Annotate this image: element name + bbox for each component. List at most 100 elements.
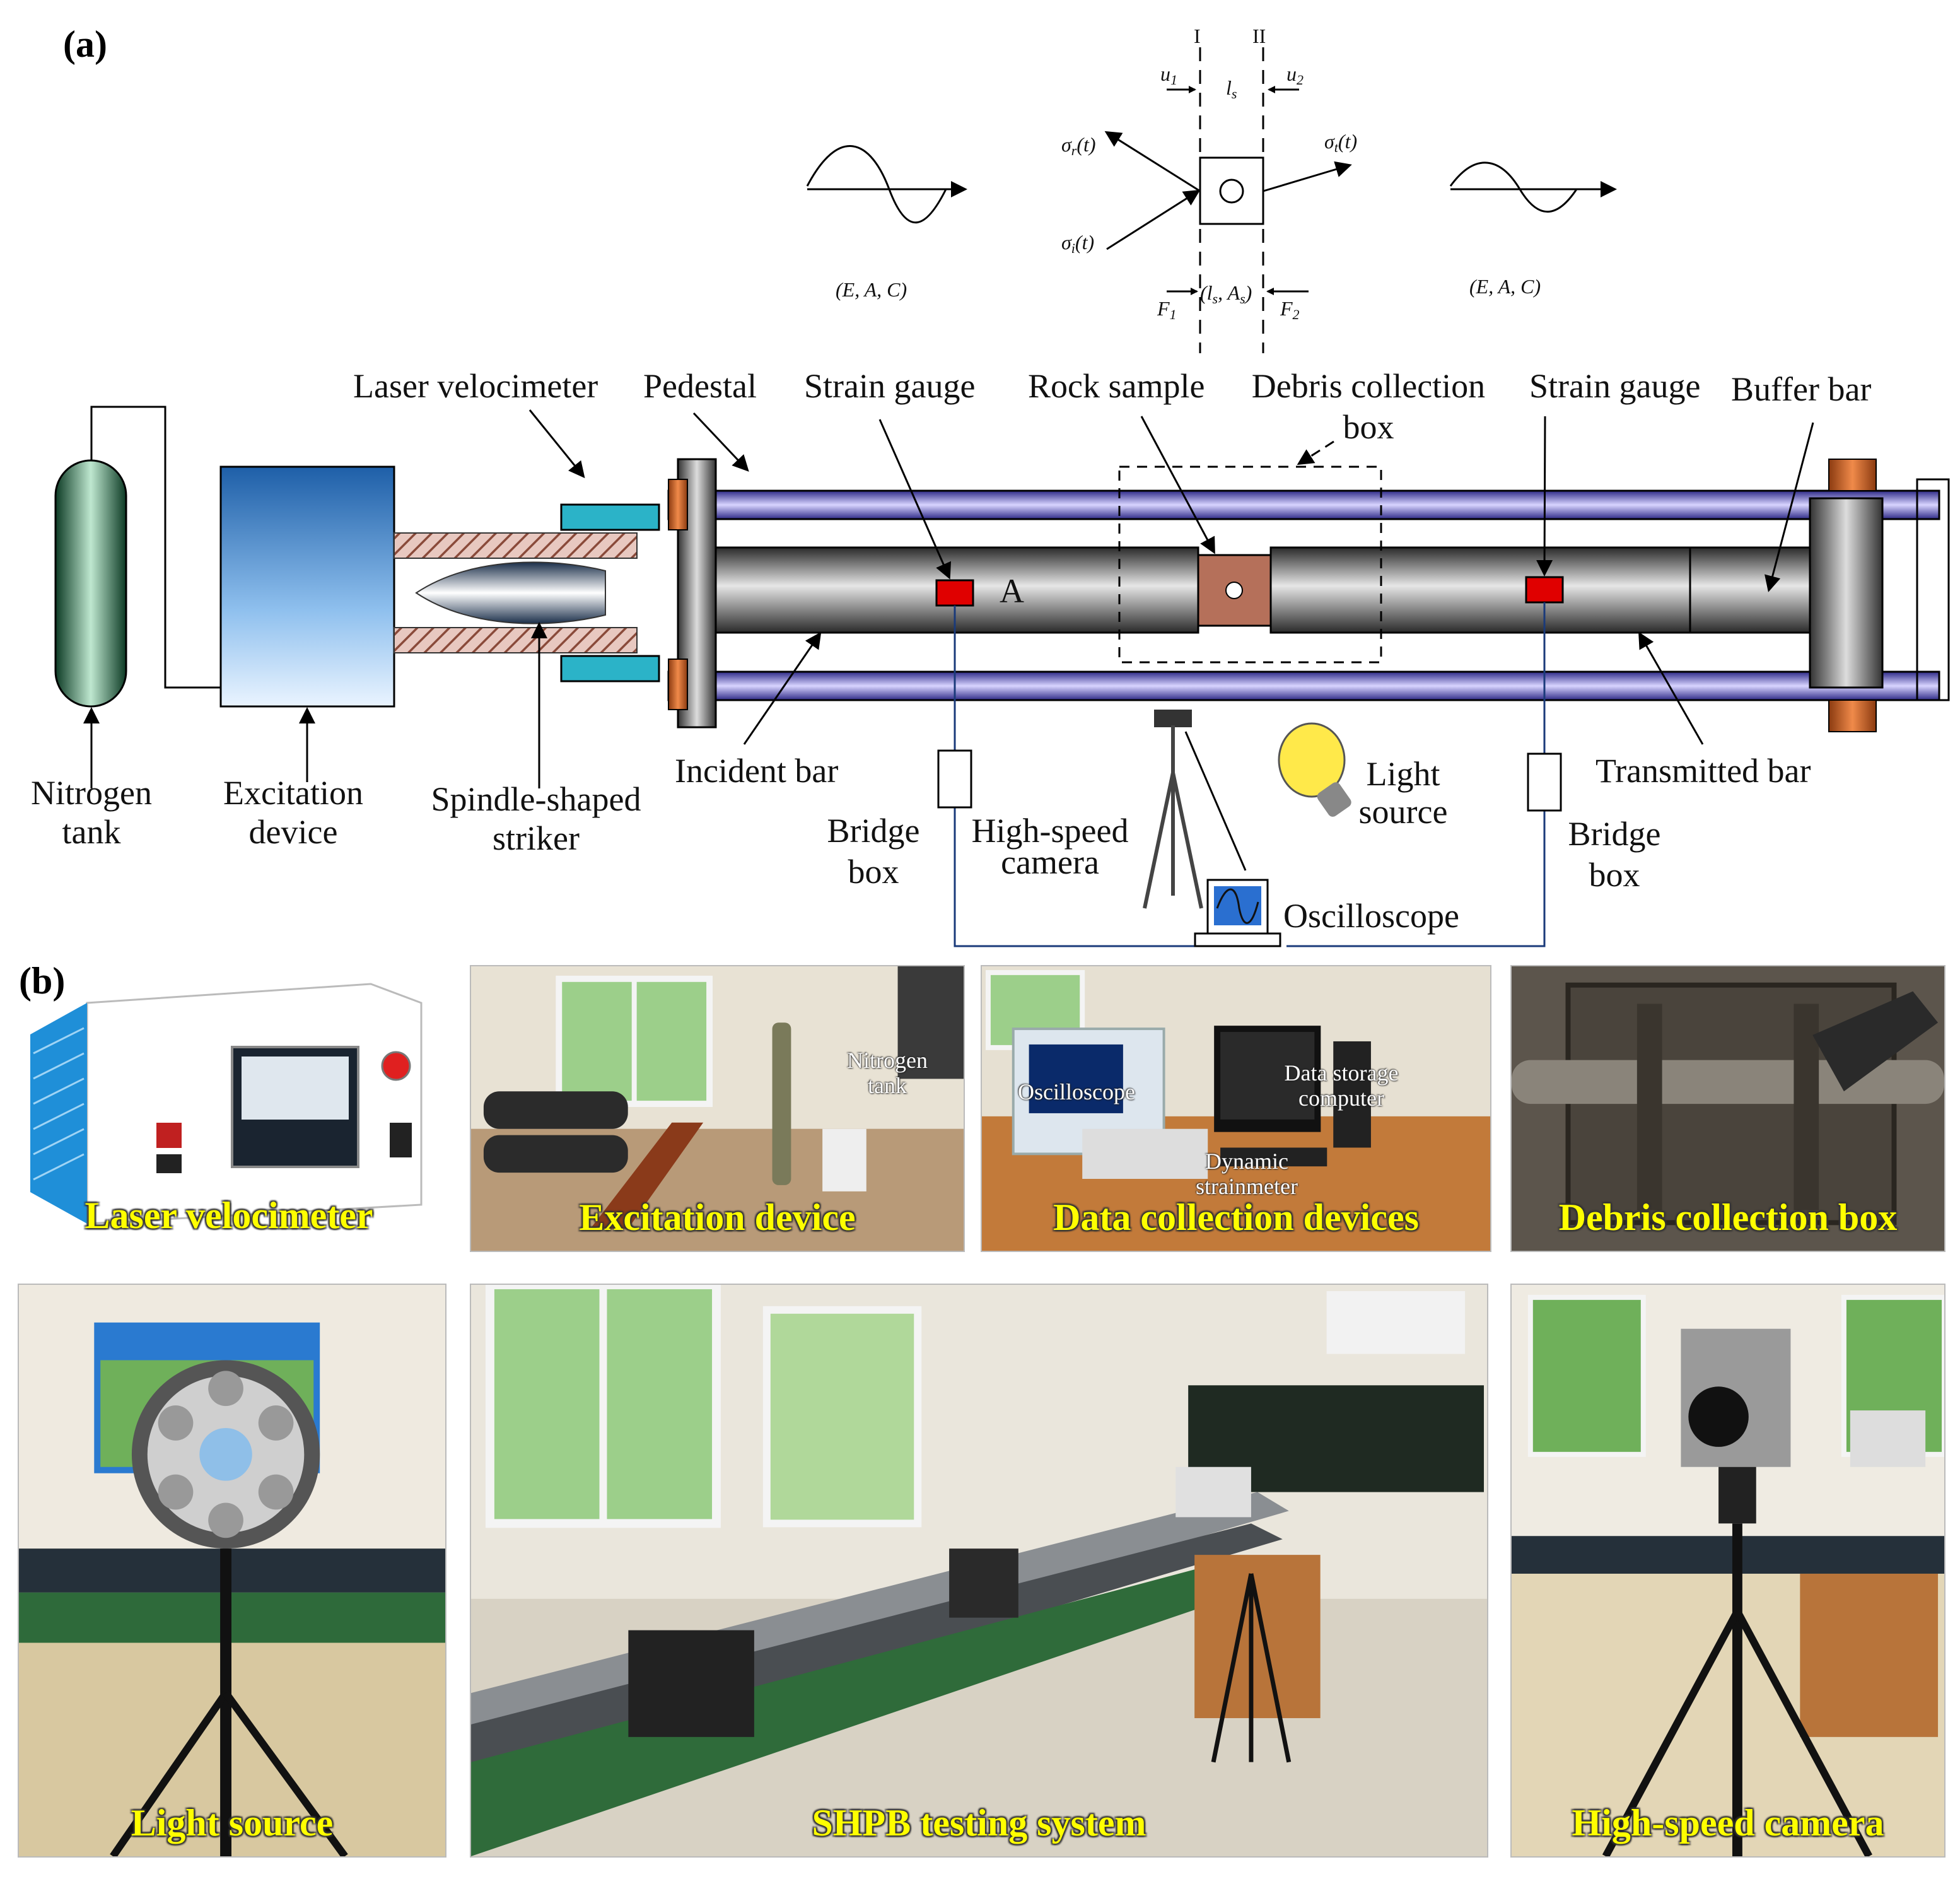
- debris-collection-box: [1118, 465, 1382, 664]
- model-sample-box: [1199, 156, 1264, 225]
- velocimeter-illustration: [30, 983, 423, 1225]
- pointer-gauge-right: [1536, 416, 1553, 577]
- upper-rail: [667, 489, 1940, 520]
- caption-laser-velocimeter: Laser velocimeter: [85, 1195, 373, 1236]
- camera-photo-illustration: [1512, 1285, 1944, 1856]
- end-cap-upper: [1828, 459, 1877, 491]
- photo-light-source: Light source: [18, 1284, 446, 1858]
- label-point-a: A: [1000, 572, 1024, 610]
- label-laser-velocimeter: Laser velocimeter: [353, 367, 598, 405]
- pointer-laser: [528, 409, 585, 479]
- strain-gauge-left: [935, 579, 974, 607]
- pointer-rock-sample: [1140, 416, 1215, 554]
- u2-label: u2: [1286, 62, 1304, 88]
- strain-gauge-right: [1525, 576, 1564, 604]
- gas-pipe: [90, 406, 221, 689]
- sigma-t-label: σt(t): [1324, 130, 1357, 155]
- label-transmitted-bar: Transmitted bar: [1595, 752, 1811, 790]
- inline-oscilloscope: Oscilloscope: [1018, 1079, 1135, 1104]
- pointer-gauge-left: [878, 419, 952, 580]
- sigma-i-label: σi(t): [1061, 231, 1094, 256]
- panel-b-tag-wrap: (b): [19, 960, 65, 1002]
- sigma-i-arrow: [1106, 189, 1201, 250]
- end-cap-lower: [1828, 700, 1877, 732]
- light-bulb-icon: [1278, 722, 1351, 817]
- apparatus: [54, 406, 1950, 947]
- caption-shpb-system: SHPB testing system: [812, 1802, 1146, 1844]
- nitrogen-tank: [54, 459, 127, 708]
- caption-excitation-device: Excitation device: [579, 1197, 856, 1238]
- shpb-schematic: (a) I II u1 u2 ls σr(t) σi(t) σt(t) (E, …: [31, 23, 1950, 947]
- signal-wire-right: [1286, 602, 1546, 947]
- spindle-striker: [415, 561, 606, 624]
- pedestal-nut-upper: [668, 479, 688, 530]
- end-stopper: [1809, 497, 1884, 689]
- pointer-transmitted-bar: [1638, 631, 1704, 745]
- incident-wave-curve: [806, 145, 947, 223]
- excitation-device: [219, 465, 395, 708]
- photo-shpb-system: SHPB testing system: [470, 1284, 1488, 1858]
- bar-props-right: (E, A, C): [1469, 275, 1541, 298]
- label-strain-gauge-right: Strain gauge: [1529, 367, 1700, 405]
- label-strain-gauge-left: Strain gauge: [804, 367, 975, 405]
- f1-label: F1: [1157, 297, 1177, 322]
- caption-light-source: Light source: [131, 1802, 334, 1844]
- caption-data-collection: Data collection devices: [1053, 1197, 1419, 1238]
- pedestal-nut-lower: [668, 659, 688, 710]
- pointer-pedestal: [692, 412, 749, 472]
- u1-label: u1: [1160, 62, 1177, 88]
- laser-velocimeter-lower: [560, 655, 660, 682]
- sigma-r-label: σr(t): [1061, 133, 1096, 158]
- barrel-upper: [394, 532, 638, 559]
- data-collection-photo-illustration: [982, 966, 1490, 1251]
- model-sample-hole: [1219, 179, 1244, 204]
- oscilloscope-icon: [1194, 879, 1281, 947]
- sigma-r-arrow: [1104, 131, 1201, 192]
- pointer-debris-box: [1297, 440, 1334, 465]
- sample-props: (ls, As): [1200, 281, 1252, 307]
- label-buffer-bar: Buffer bar: [1731, 370, 1871, 408]
- section-i-label: I: [1194, 25, 1201, 47]
- signal-wire-left: [954, 606, 1217, 947]
- rock-sample-hole: [1225, 582, 1243, 599]
- wave-model: I II u1 u2 ls σr(t) σi(t) σt(t) (E, A, C…: [806, 25, 1617, 353]
- excitation-photo-illustration: [471, 966, 964, 1251]
- pointer-incident-bar: [743, 631, 822, 745]
- label-incident-bar: Incident bar: [675, 752, 838, 790]
- photo-high-speed-camera: High-speed camera: [1510, 1284, 1945, 1858]
- photo-debris-box: Debris collection box: [1510, 965, 1945, 1252]
- camera-cable: [1184, 731, 1247, 871]
- transmitted-bar: [1269, 546, 1691, 634]
- sigma-t-arrow: [1263, 161, 1352, 192]
- bridge-box-right: [1527, 752, 1562, 812]
- pointer-buffer-bar: [1765, 422, 1814, 592]
- caption-high-speed-camera: High-speed camera: [1572, 1802, 1884, 1844]
- lower-rail: [667, 670, 1940, 701]
- buffer-bar: [1689, 546, 1811, 634]
- bridge-box-left: [937, 749, 972, 809]
- laser-velocimeter-upper: [560, 503, 660, 531]
- apparatus-labels: Laser velocimeter Pedestal Strain gauge …: [31, 367, 1871, 935]
- panel-a-tag: (a): [63, 23, 107, 65]
- label-rock-sample: Rock sample: [1028, 367, 1205, 405]
- shpb-photo-illustration: [471, 1285, 1487, 1856]
- f2-label: F2: [1280, 297, 1300, 322]
- barrel-lower: [394, 627, 638, 653]
- panel-b-tag: (b): [19, 960, 65, 1002]
- photo-laser-velocimeter: Laser velocimeter: [18, 965, 440, 1249]
- debris-box-photo-illustration: [1512, 966, 1944, 1251]
- label-pedestal: Pedestal: [643, 367, 757, 405]
- transmitted-wave-curve: [1449, 161, 1578, 213]
